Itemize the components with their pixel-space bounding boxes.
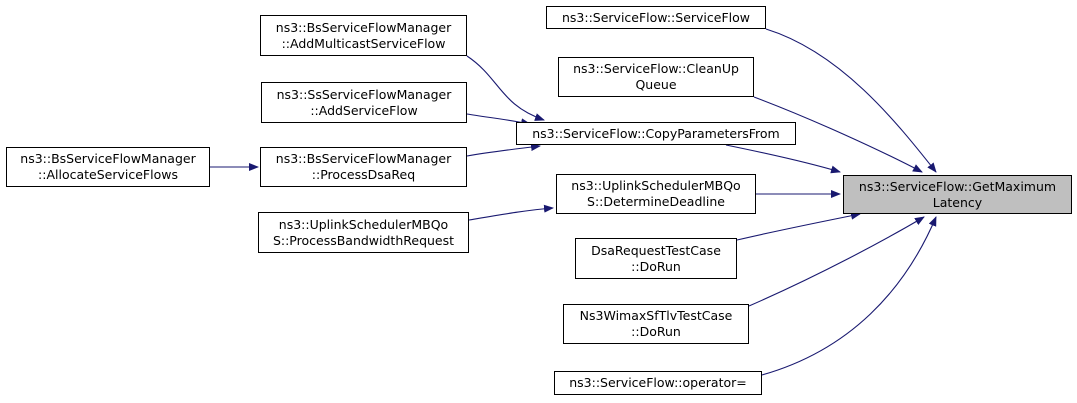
- node-label-line: ns3::ServiceFlow::operator=: [569, 375, 747, 390]
- node-label-line: DsaRequestTestCase: [591, 242, 721, 258]
- node-service-flow-constructor[interactable]: ns3::ServiceFlow::ServiceFlow: [546, 6, 766, 29]
- node-copy-parameters-from[interactable]: ns3::ServiceFlow::CopyParametersFrom: [516, 122, 796, 145]
- node-label-line: Ns3WimaxSfTlvTestCase: [579, 308, 733, 323]
- node-label-line: ns3::ServiceFlow::GetMaximum: [858, 178, 1057, 194]
- edge-process-dsa-req-to-copy-parameters-from: [466, 143, 541, 157]
- node-dsa-request-test-case[interactable]: DsaRequestTestCase ::DoRun: [575, 238, 737, 279]
- node-label-line: ::AllocateServiceFlows: [38, 167, 178, 182]
- node-label-line: ns3::SsServiceFlowManager: [276, 86, 452, 102]
- node-label-line: ::ProcessDsaReq: [311, 167, 416, 182]
- node-clean-up-queue[interactable]: ns3::ServiceFlow::CleanUp Queue: [558, 57, 754, 97]
- node-allocate-service-flows[interactable]: ns3::BsServiceFlowManager ::AllocateServ…: [6, 147, 210, 187]
- edge-process-bandwidth-request-to-determine-deadline: [468, 204, 554, 221]
- edge-clean-up-queue-to-focus: [753, 96, 923, 173]
- node-operator-assign[interactable]: ns3::ServiceFlow::operator=: [554, 371, 762, 395]
- node-label-line: ns3::UplinkSchedulerMBQo: [278, 216, 449, 232]
- node-process-dsa-req[interactable]: ns3::BsServiceFlowManager ::ProcessDsaRe…: [260, 147, 467, 187]
- edge-service-flow-ctor-to-focus: [765, 28, 937, 173]
- node-label-line: ::DoRun: [631, 324, 681, 339]
- edge-wimax-sf-tlv-test-to-focus: [748, 216, 925, 307]
- node-label-line: S::DetermineDeadline: [587, 194, 725, 209]
- node-label-line: ns3::ServiceFlow::ServiceFlow: [561, 9, 750, 25]
- edge-add-multicast-service-flow-to-copy-parameters-from: [466, 55, 545, 121]
- node-wimax-sf-tlv-test-case[interactable]: Ns3WimaxSfTlvTestCase ::DoRun: [563, 304, 749, 344]
- node-label-line: ::AddMulticastServiceFlow: [281, 35, 446, 51]
- node-label-line: ns3::BsServiceFlowManager: [20, 151, 196, 166]
- node-add-multicast-service-flow[interactable]: ns3::BsServiceFlowManager ::AddMulticast…: [260, 15, 467, 56]
- node-label-line: ns3::BsServiceFlowManager: [275, 151, 452, 166]
- node-label-line: ns3::ServiceFlow::CopyParametersFrom: [532, 125, 780, 141]
- node-label-line: ns3::BsServiceFlowManager: [275, 19, 452, 35]
- node-label-line: ::AddServiceFlow: [310, 102, 418, 118]
- edge-copy-parameters-from-to-focus: [725, 144, 841, 174]
- node-determine-deadline[interactable]: ns3::UplinkSchedulerMBQo S::DetermineDea…: [556, 174, 756, 214]
- node-label-line: Latency: [932, 194, 983, 210]
- node-get-maximum-latency: ns3::ServiceFlow::GetMaximum Latency: [843, 175, 1072, 214]
- node-label-line: ns3::ServiceFlow::CleanUp: [573, 61, 739, 76]
- edge-operator-assign-to-focus: [761, 216, 937, 376]
- edge-dsa-request-test-to-focus: [736, 211, 861, 241]
- node-label-line: Queue: [635, 77, 677, 92]
- node-process-bandwidth-request[interactable]: ns3::UplinkSchedulerMBQo S::ProcessBandw…: [258, 212, 469, 253]
- node-label-line: S::ProcessBandwidthRequest: [272, 232, 455, 248]
- node-add-service-flow[interactable]: ns3::SsServiceFlowManager ::AddServiceFl…: [261, 82, 467, 123]
- node-label-line: ::DoRun: [631, 258, 681, 274]
- node-label-line: ns3::UplinkSchedulerMBQo: [571, 178, 741, 193]
